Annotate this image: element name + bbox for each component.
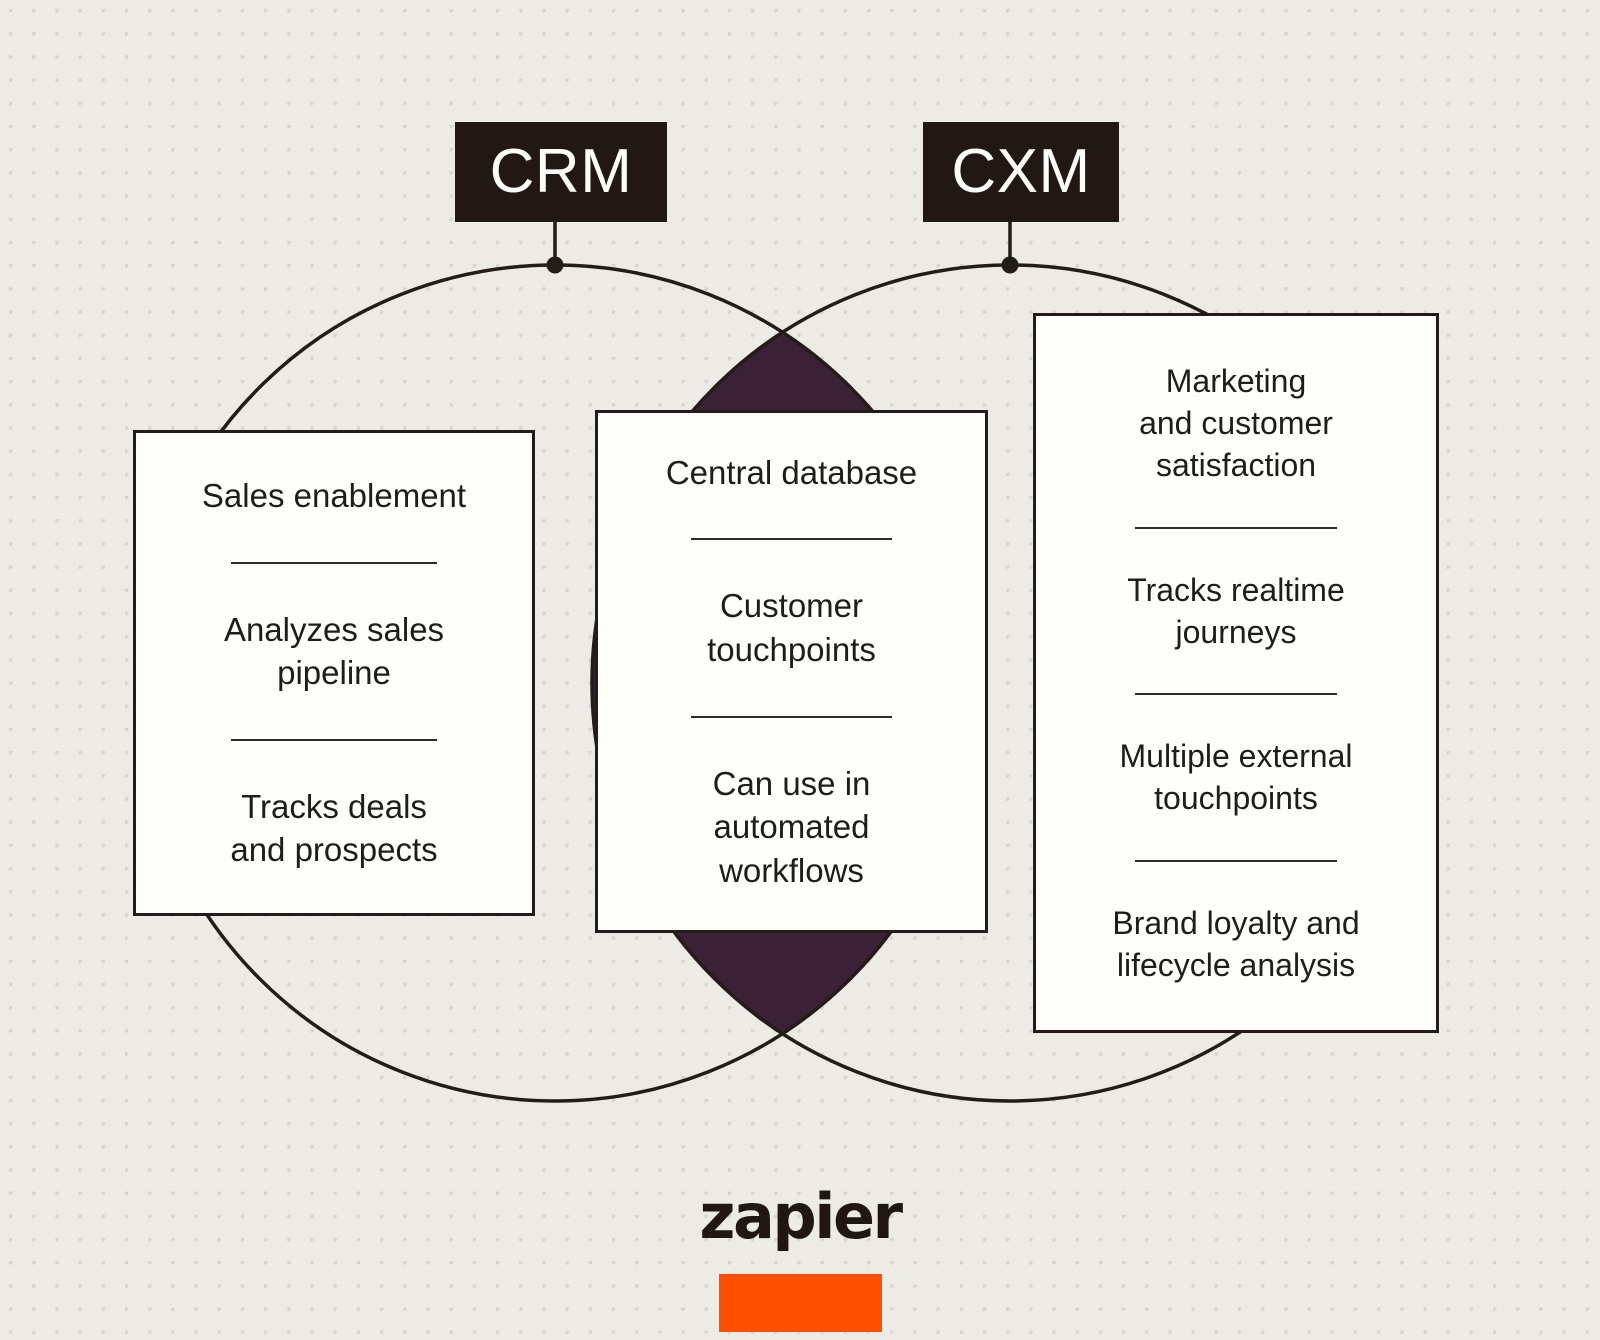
card-shared-item-1: Central database: [665, 453, 918, 491]
brand-footer: zapier: [0, 1186, 1600, 1332]
card-crm-divider-2: [230, 738, 438, 741]
label-box-crm: CRM: [455, 122, 667, 222]
label-text-cxm: CXM: [951, 137, 1091, 206]
card-crm-item-1: Sales enablement: [201, 477, 467, 515]
label-text-crm: CRM: [489, 137, 633, 206]
card-cxm-divider-2: [1135, 693, 1337, 696]
zapier-wordmark: zapier: [699, 1180, 903, 1253]
card-cxm-divider-3: [1135, 859, 1337, 862]
card-cxm-divider-1: [1135, 526, 1337, 529]
connector-dot-crm: [546, 256, 564, 274]
label-box-cxm: CXM: [923, 122, 1119, 222]
card-shared-divider-1: [691, 538, 892, 541]
card-crm-divider-1: [230, 561, 438, 564]
card-shared-divider-2: [691, 715, 892, 718]
connector-dot-cxm: [1001, 256, 1019, 274]
brand-accent-bar: [718, 1274, 882, 1332]
